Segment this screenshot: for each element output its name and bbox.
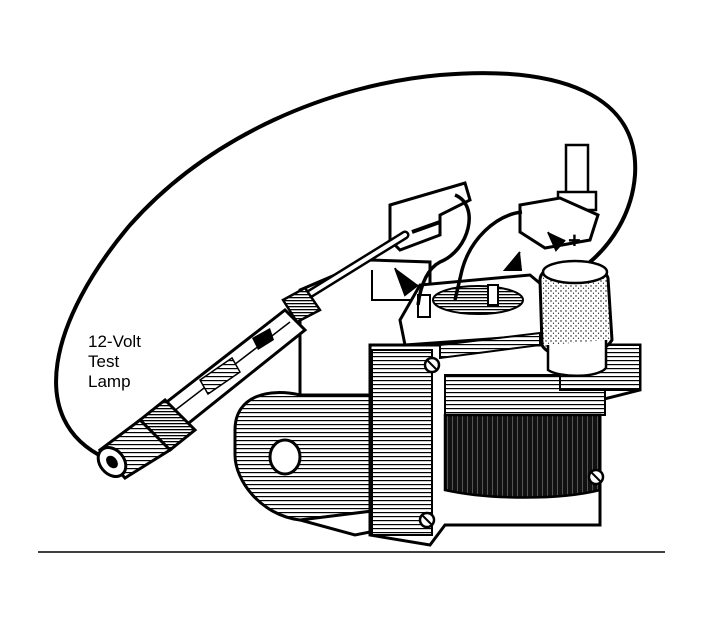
pointer-arrows [394, 231, 566, 297]
connector-clip-left [388, 181, 472, 306]
coil-tower [538, 259, 614, 378]
test-lamp-label-line-3: Lamp [88, 372, 131, 391]
test-lamp-label-line-1: 12-Volt [88, 332, 141, 351]
polarity-mark: + [568, 228, 581, 253]
test-lamp-lead-wire [54, 71, 638, 460]
connector-clip-right: + [453, 196, 600, 301]
coil-core [368, 343, 642, 547]
test-lamp-label: 12-Volt Test Lamp [88, 332, 146, 391]
test-lamp-label-line-2: Test [88, 352, 119, 371]
test-lamp [96, 230, 410, 480]
